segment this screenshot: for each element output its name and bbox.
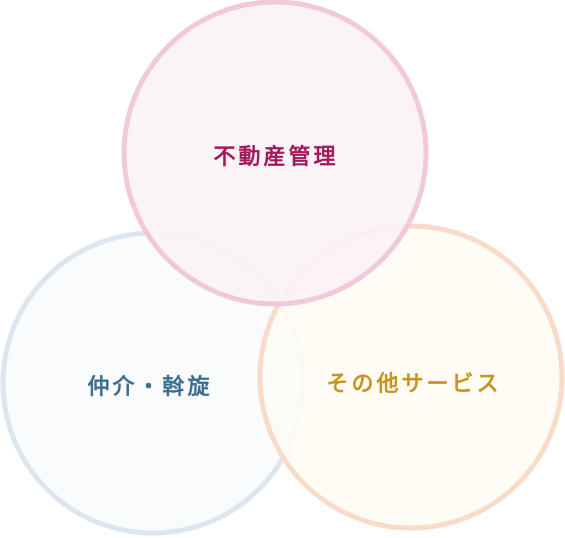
brokerage-label: 仲介・斡旋 bbox=[87, 375, 213, 400]
property-management-label: 不動産管理 bbox=[213, 145, 339, 170]
property-management-circle bbox=[121, 0, 429, 307]
other-services-label: その他サービス bbox=[326, 372, 502, 397]
other-services-circle bbox=[257, 223, 565, 531]
